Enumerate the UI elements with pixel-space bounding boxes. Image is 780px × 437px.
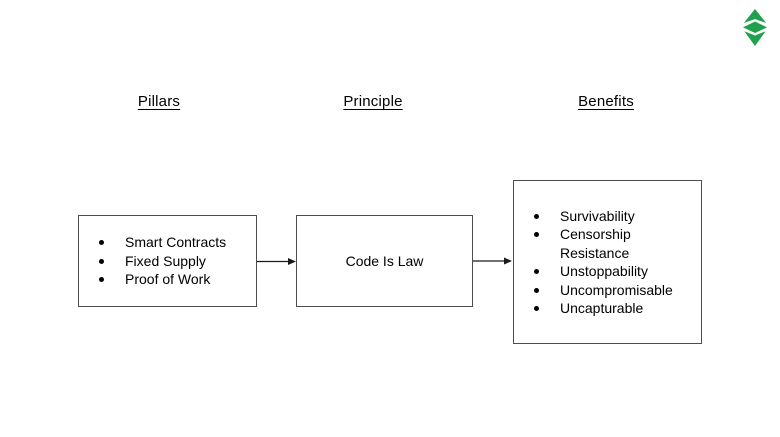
arrow-pillars-to-principle [257,258,296,265]
list-item: Unstoppability [534,262,693,281]
list-item: Fixed Supply [99,252,248,271]
benefit-item-label: Unstoppability [560,263,648,279]
pillars-list: Smart Contracts Fixed Supply Proof of Wo… [79,233,256,289]
list-item: Proof of Work [99,270,248,289]
bullet-dot [534,269,539,274]
list-item: Censorship Resistance [534,225,693,262]
benefit-item-label: Censorship Resistance [560,226,631,261]
arrow-principle-to-benefits [473,257,512,265]
list-item: Survivability [534,207,693,226]
column-header-principle: Principle [343,93,403,110]
pillars-box: Smart Contracts Fixed Supply Proof of Wo… [78,215,257,307]
benefits-list: Survivability Censorship Resistance Unst… [514,207,701,318]
column-header-benefits: Benefits [578,93,634,110]
list-item: Uncompromisable [534,281,693,300]
benefit-item-label: Uncompromisable [560,281,673,298]
bullet-dot [99,240,104,246]
benefit-item-label: Uncapturable [560,300,644,316]
bullet-dot [99,277,104,283]
pillar-item-label: Fixed Supply [125,252,206,269]
column-header-pillars: Pillars [137,93,181,110]
principle-box: Code Is Law [296,215,473,307]
logo-bottom-triangle [744,31,766,46]
bullet-dot [534,306,539,311]
list-item: Uncapturable [534,299,693,318]
pillar-item-label: Smart Contracts [125,234,227,251]
list-item: Smart Contracts [99,233,248,252]
arrowhead-icon [288,258,296,265]
ethereum-classic-logo-icon [742,9,768,46]
benefits-box: Survivability Censorship Resistance Unst… [513,180,702,344]
principle-label: Code Is Law [345,252,424,269]
bullet-dot [534,232,539,237]
arrowhead-icon [504,257,512,265]
bullet-dot [534,213,539,219]
bullet-dot [99,258,104,264]
logo-middle-diamond [742,21,768,34]
logo-top-triangle [743,9,767,23]
pillar-item-label: Proof of Work [125,271,211,288]
benefit-item-label: Survivability [560,207,635,224]
bullet-dot [534,287,539,293]
